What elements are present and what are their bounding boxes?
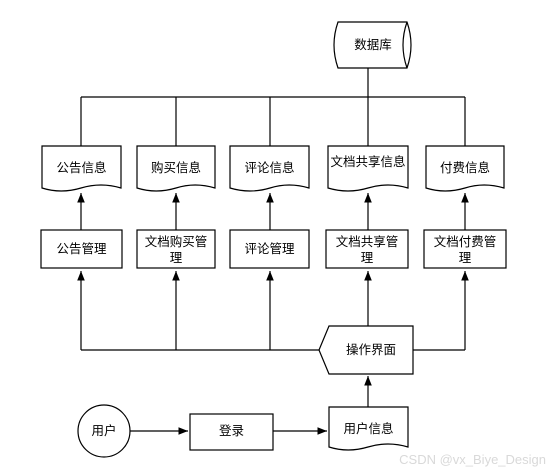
- operation-ui-label: 操作界面: [345, 342, 396, 357]
- doc-shape-4: [327, 145, 409, 192]
- login-box: [189, 413, 274, 451]
- doc-shape-3: [229, 145, 310, 192]
- doc-shape-1: [41, 145, 122, 192]
- login-label: 登录: [218, 423, 244, 438]
- mgmt-label-4: 文档共享管理: [335, 234, 399, 265]
- mgmt-label-1: 公告管理: [56, 241, 107, 256]
- doc-shape-5: [425, 145, 505, 192]
- doc-shape-2: [136, 145, 216, 192]
- mgmt-label-2: 文档购买管理: [144, 234, 208, 265]
- user-label: 用户: [91, 423, 117, 438]
- database-shape-inner: [402, 21, 408, 69]
- info-label-3: 评论信息: [244, 160, 295, 175]
- info-label-2: 购买信息: [150, 160, 201, 175]
- mgmt-label-3: 评论管理: [244, 241, 295, 256]
- mgmt-box-4: [325, 229, 409, 269]
- info-label-4: 文档共享信息: [330, 154, 406, 169]
- info-label-1: 公告信息: [56, 160, 107, 175]
- csdn-watermark: CSDN @vx_Biye_Design: [399, 452, 546, 467]
- operation-ui-shape: [318, 325, 414, 375]
- user-info-label: 用户信息: [343, 421, 394, 436]
- user-info-doc: [328, 406, 409, 451]
- mgmt-label-5: 文档付费管理: [433, 234, 497, 265]
- database-label: 数据库: [354, 37, 392, 52]
- info-label-5: 付费信息: [439, 160, 490, 175]
